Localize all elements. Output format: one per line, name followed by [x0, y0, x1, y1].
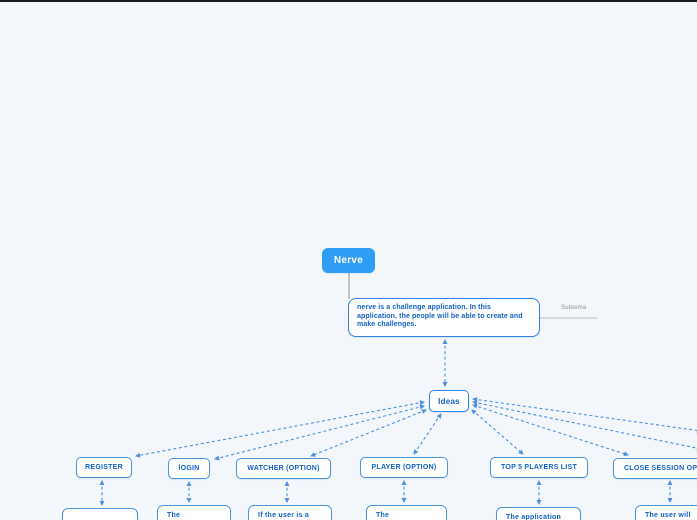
note-node-login[interactable]: The: [157, 505, 231, 520]
arrow-ideas-player: [413, 413, 442, 455]
arrow-ideas-watcher: [310, 409, 427, 457]
description-node[interactable]: nerve is a challenge application. In thi…: [348, 298, 540, 337]
ideas-node[interactable]: Ideas: [429, 390, 469, 412]
window-top-border: [0, 0, 697, 2]
note-node-player[interactable]: The: [366, 505, 447, 520]
arrow-ideas-close-session: [472, 403, 629, 457]
arrow-ideas-offscreen-1: [472, 397, 697, 433]
branch-node-login[interactable]: lOGIN: [168, 458, 210, 479]
branch-node-player[interactable]: PLAYER (OPTION): [360, 457, 448, 478]
branch-node-close-session[interactable]: CLOSE SESSION OP: [613, 458, 697, 479]
note-node-watcher[interactable]: If the user is a: [248, 505, 332, 520]
note-node-close-session[interactable]: The user will: [635, 505, 697, 520]
branch-node-register[interactable]: REGISTER: [76, 457, 132, 478]
subtema-ghost-label: Subtema: [561, 305, 587, 311]
branch-node-top5-players[interactable]: TOP 5 PLAYERS LIST: [490, 457, 588, 478]
root-topic-node[interactable]: Nerve: [322, 248, 375, 273]
arrow-ideas-register: [135, 400, 425, 458]
note-node-register[interactable]: [62, 508, 138, 520]
branch-node-watcher[interactable]: WATCHER (OPTION): [236, 458, 331, 479]
arrow-ideas-login: [214, 404, 425, 461]
arrow-ideas-top5: [471, 409, 524, 455]
note-node-top5-players[interactable]: The application: [496, 507, 581, 520]
